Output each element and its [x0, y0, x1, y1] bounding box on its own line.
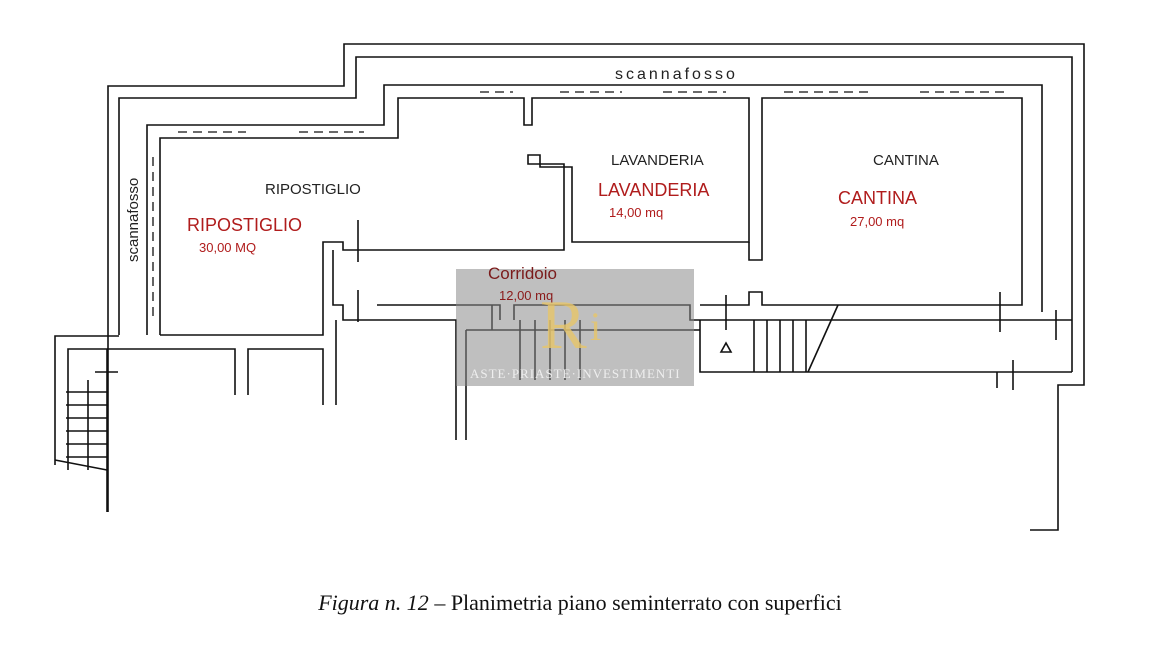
windows: [152, 91, 1004, 318]
building-inner-wall: [159, 97, 750, 335]
lower-wall: [247, 348, 324, 405]
lower-wall: [54, 459, 108, 471]
scannafosso-top-label: scannafosso: [615, 66, 738, 83]
lower-wall: [107, 348, 236, 395]
ripostiglio-area: 30,00 MQ: [199, 240, 256, 255]
stair-band: [699, 320, 1072, 373]
triangle-marker-icon: [719, 341, 733, 353]
svg-text:ASTE·PRIASTE·INVESTIMENTI: ASTE·PRIASTE·INVESTIMENTI: [470, 366, 681, 381]
caption-text: – Planimetria piano seminterrato con sup…: [428, 590, 842, 615]
lavanderia-label: LAVANDERIA: [611, 152, 704, 169]
cantina-name: CANTINA: [838, 188, 917, 208]
figure-caption: Figura n. 12 – Planimetria piano seminte…: [0, 590, 1160, 616]
scannafosso-inner-wall: [118, 56, 1073, 372]
ripostiglio-wall: [160, 241, 565, 336]
svg-text:R: R: [540, 287, 587, 364]
lavanderia-wall: [700, 97, 1023, 306]
lower-wall: [54, 335, 119, 465]
ripostiglio-name: RIPOSTIGLIO: [187, 215, 302, 235]
cantina-label: CANTINA: [873, 152, 939, 169]
lower-wall: [67, 348, 108, 512]
lavanderia-name: LAVANDERIA: [598, 180, 709, 200]
lavanderia-area: 14,00 mq: [609, 205, 663, 220]
ripostiglio-label: RIPOSTIGLIO: [265, 181, 361, 198]
watermark-logo: R i ASTE·PRIASTE·INVESTIMENTI: [456, 269, 694, 386]
outer-wall: [107, 43, 1085, 531]
cantina-area: 27,00 mq: [850, 214, 904, 229]
corridoio-name: Corridoio: [488, 264, 557, 283]
corridor-wall: [332, 250, 457, 440]
svg-text:i: i: [590, 304, 601, 349]
figure-number: Figura n. 12: [318, 590, 429, 615]
scannafosso-left-label: scannafosso: [125, 178, 142, 262]
corridoio-area: 12,00 mq: [499, 288, 553, 303]
building-wall: [146, 84, 1043, 335]
stairs: [66, 304, 839, 470]
